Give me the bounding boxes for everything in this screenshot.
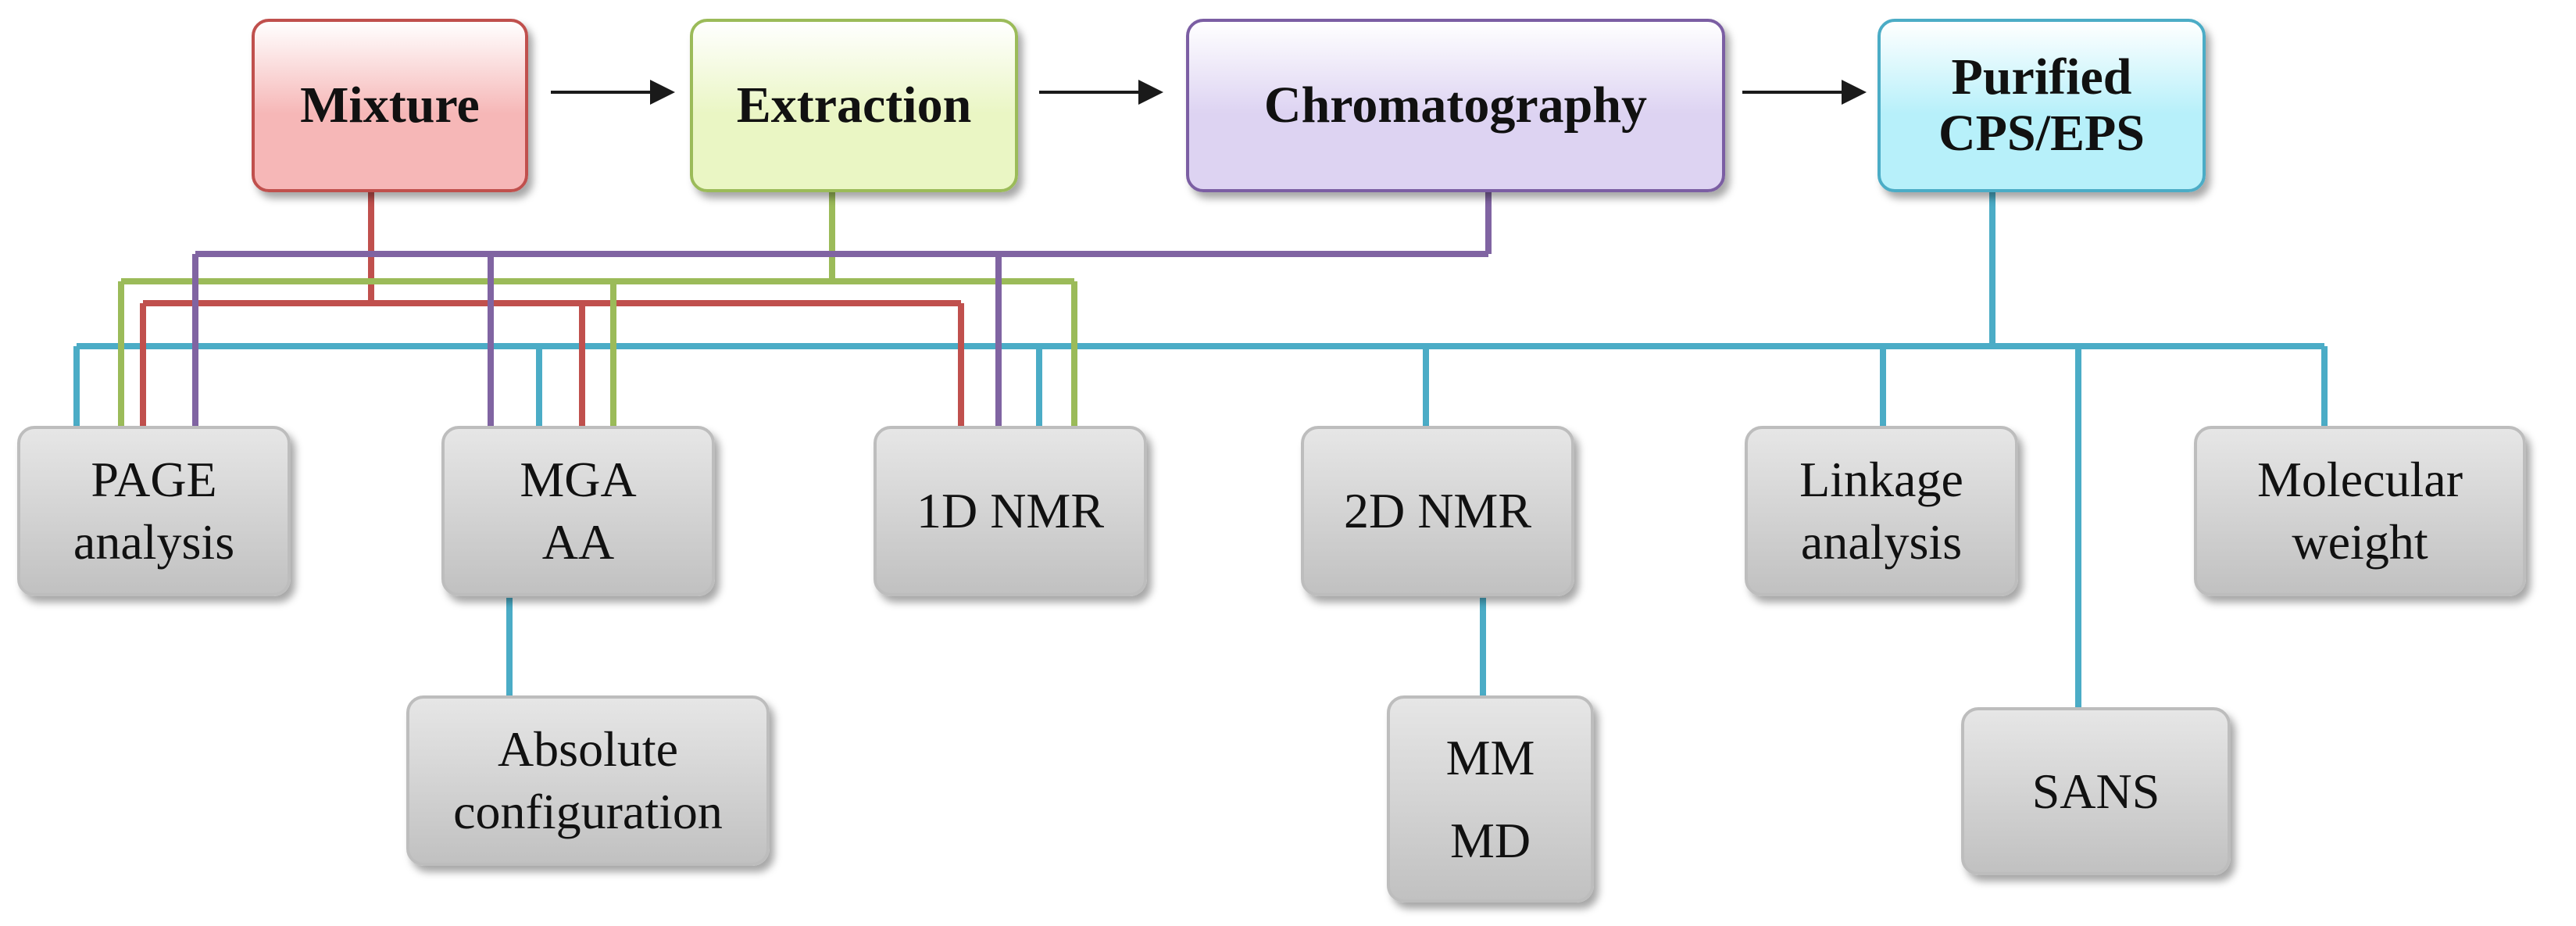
1d-nmr-label: 1D NMR (916, 483, 1105, 538)
2d-nmr-label: 2D NMR (1343, 483, 1532, 538)
linkage-analysis-line-1: Linkage (1799, 452, 1963, 507)
linkage-analysis-line-2: analysis (1800, 514, 1963, 570)
chromatography-label: Chromatography (1263, 77, 1648, 134)
mm-label: MM (1445, 729, 1535, 785)
extraction-label: Extraction (736, 77, 972, 134)
purified-label-line-1: Purified (1951, 48, 2132, 105)
analysis-sans: SANS (1961, 707, 2231, 875)
analysis-molecular-weight: Molecular weight (2194, 426, 2526, 596)
purified-label-line-2: CPS/EPS (1938, 105, 2145, 162)
absolute-configuration-line-2: configuration (453, 784, 723, 839)
process-step-purified: Purified CPS/EPS (1878, 19, 2206, 192)
page-analysis-line-1: PAGE (91, 452, 217, 507)
process-step-extraction: Extraction (690, 19, 1018, 192)
aa-label: AA (541, 514, 615, 570)
process-step-mixture: Mixture (252, 19, 528, 192)
process-step-chromatography: Chromatography (1186, 19, 1725, 192)
analysis-1d-nmr: 1D NMR (874, 426, 1147, 596)
chromatography-connectors (192, 191, 1492, 426)
sans-label: SANS (2031, 763, 2160, 819)
mixture-connectors (140, 191, 964, 426)
purified-connectors (73, 191, 2328, 707)
analysis-linkage: Linkage analysis (1745, 426, 2018, 596)
analysis-absolute-configuration: Absolute configuration (406, 695, 770, 866)
page-analysis-line-2: analysis (73, 514, 235, 570)
analysis-mm-md: MM MD (1387, 695, 1594, 903)
analysis-mga-aa: MGA AA (441, 426, 715, 596)
absolute-configuration-line-1: Absolute (497, 721, 679, 777)
extraction-connectors (118, 191, 1077, 426)
mixture-label: Mixture (300, 77, 480, 134)
md-label: MD (1449, 812, 1531, 868)
analysis-2d-nmr: 2D NMR (1301, 426, 1574, 596)
molecular-weight-line-2: weight (2292, 514, 2428, 570)
analysis-page: PAGE analysis (17, 426, 291, 596)
molecular-weight-line-1: Molecular (2257, 452, 2463, 507)
mga-label: MGA (520, 452, 637, 507)
